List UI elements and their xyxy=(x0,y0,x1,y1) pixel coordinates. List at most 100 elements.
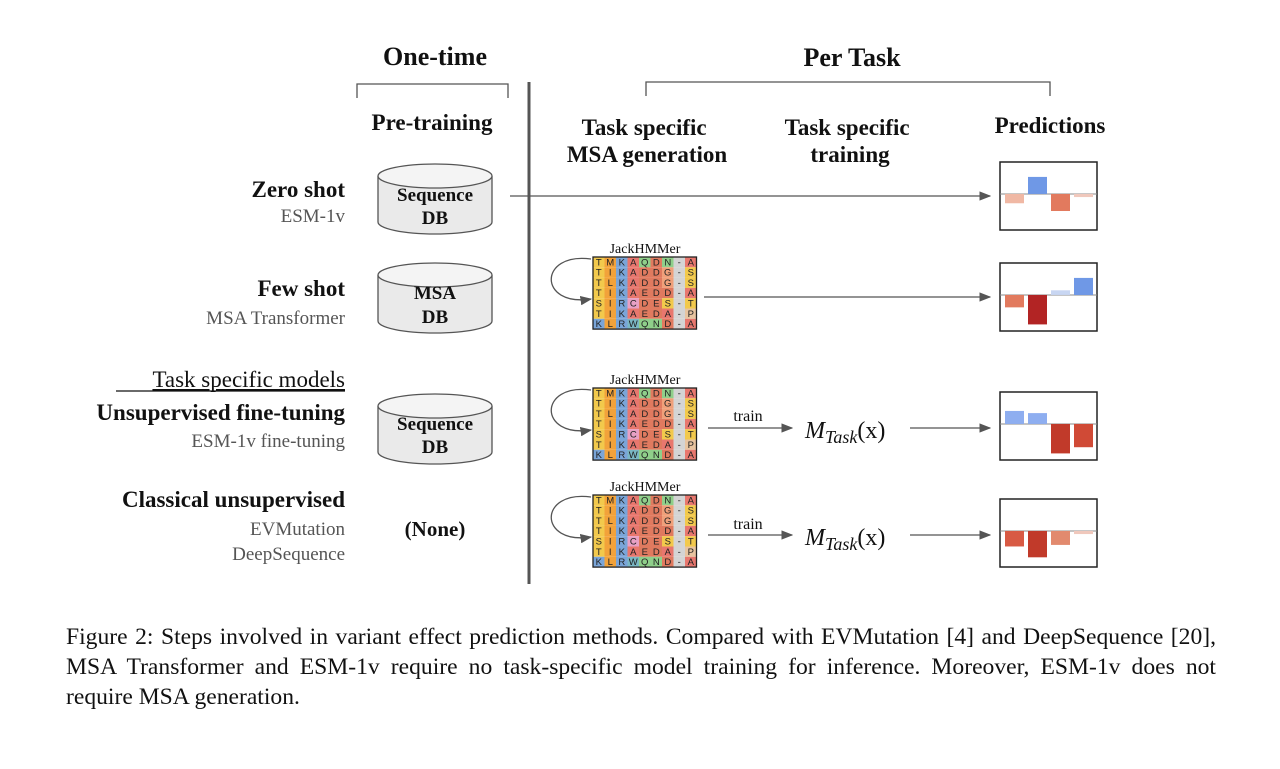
msa-cell xyxy=(627,287,639,299)
msa-residue: T xyxy=(596,440,602,451)
msa-cell xyxy=(685,398,697,409)
msa-residue: M xyxy=(606,257,614,268)
msa-residue: D xyxy=(653,288,660,299)
msa-residue: Q xyxy=(641,388,648,399)
msa-residue: D xyxy=(641,268,648,279)
msa-residue: A xyxy=(665,309,672,320)
msa-residue: D xyxy=(664,526,671,537)
prediction-box xyxy=(999,391,1098,461)
msa-residue: T xyxy=(596,526,602,537)
msa-cell xyxy=(650,418,662,430)
msa-cell xyxy=(616,546,628,557)
msa-residue: N xyxy=(664,388,671,399)
msa-cell xyxy=(662,515,674,526)
msa-residue: N xyxy=(653,557,660,568)
msa-cell xyxy=(616,429,628,440)
msa-residue: A xyxy=(630,495,637,506)
msa-residue: S xyxy=(665,430,671,441)
msa-residue: A xyxy=(688,288,695,299)
msa-cell xyxy=(604,546,616,557)
msa-residue: S xyxy=(688,399,694,410)
msa-residue: T xyxy=(688,299,694,310)
msa-cell xyxy=(639,287,651,299)
msa-cell xyxy=(662,257,674,268)
msa-cell xyxy=(627,408,639,419)
msa-residue: L xyxy=(608,278,613,289)
msa-cell xyxy=(685,515,697,526)
msa-cell xyxy=(650,308,662,319)
msa-cell xyxy=(662,298,674,309)
msa-residue: E xyxy=(642,440,648,451)
msa-cell xyxy=(662,546,674,557)
msa-generation-header: Task specific MSA generation xyxy=(567,115,728,167)
db-label: DB xyxy=(422,307,449,328)
msa-cell xyxy=(616,505,628,516)
msa-residue: S xyxy=(688,278,694,289)
msa-residue: L xyxy=(608,557,613,568)
msa-cell xyxy=(627,495,639,506)
msa-residue: K xyxy=(619,399,626,410)
msa-cell xyxy=(685,308,697,319)
msa-cell xyxy=(627,536,639,547)
msa-cell xyxy=(616,277,628,288)
msa-residue: A xyxy=(665,440,672,451)
msa-residue: T xyxy=(596,409,602,420)
msa-residue: D xyxy=(641,409,648,420)
msa-residue: - xyxy=(678,419,681,430)
msa-residue: R xyxy=(618,299,625,310)
msa-cell xyxy=(627,546,639,557)
prediction-bar xyxy=(1051,530,1070,545)
msa-cell xyxy=(604,308,616,319)
msa-residue: E xyxy=(653,430,659,441)
msa-cell xyxy=(593,546,605,557)
msa-cell xyxy=(673,515,685,526)
msa-cell xyxy=(593,298,605,309)
msa-residue: G xyxy=(664,506,671,517)
msa-cell xyxy=(616,408,628,419)
msa-cell xyxy=(616,287,628,299)
msa-residue: D xyxy=(653,388,660,399)
msa-residue: L xyxy=(608,409,613,420)
msa-residue: D xyxy=(641,537,648,548)
msa-cell xyxy=(627,515,639,526)
msa-residue: D xyxy=(641,399,648,410)
msa-cell xyxy=(627,277,639,288)
msa-residue: M xyxy=(606,495,614,506)
msa-cell xyxy=(627,439,639,450)
msa-cell xyxy=(616,398,628,409)
msa-cell xyxy=(662,439,674,450)
msa-cell xyxy=(650,398,662,409)
msa-cell xyxy=(639,388,651,399)
msa-cell xyxy=(639,429,651,440)
msa-residue: D xyxy=(664,419,671,430)
msa-residue: I xyxy=(609,268,612,279)
msa-cell xyxy=(662,495,674,506)
msa-cell xyxy=(593,267,605,278)
msa-cell xyxy=(650,287,662,299)
msa-cell xyxy=(650,298,662,309)
msa-cell xyxy=(593,449,605,461)
msa-cell xyxy=(616,257,628,268)
msa-cell xyxy=(685,408,697,419)
msa-cell xyxy=(604,556,616,568)
row-title: Few shot xyxy=(257,276,345,301)
msa-residue: S xyxy=(665,537,671,548)
msa-cell xyxy=(593,418,605,430)
per-task-header: Per Task xyxy=(803,43,901,72)
msa-residue: A xyxy=(688,319,695,330)
msa-residue: P xyxy=(688,547,694,558)
msa-cell xyxy=(673,449,685,461)
msa-cell xyxy=(650,439,662,450)
one-time-header: One-time xyxy=(383,42,487,71)
msa-residue: A xyxy=(630,268,637,279)
msa-residue: D xyxy=(653,547,660,558)
msa-residue: Q xyxy=(641,319,648,330)
prediction-bar xyxy=(1005,193,1024,204)
msa-cell xyxy=(639,267,651,278)
prediction-bar xyxy=(1028,413,1047,424)
msa-residue: - xyxy=(678,319,681,330)
msa-cell xyxy=(685,318,697,330)
msa-residue: D xyxy=(653,268,660,279)
msa-cell xyxy=(685,429,697,440)
msa-cell xyxy=(685,287,697,299)
